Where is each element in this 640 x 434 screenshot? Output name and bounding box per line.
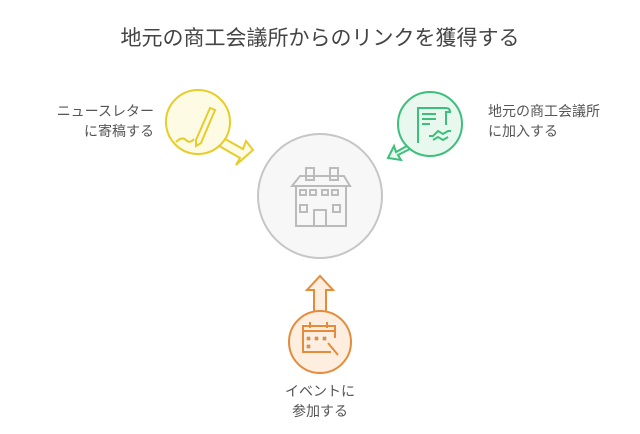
building-icon xyxy=(289,167,352,227)
contract-handshake-icon xyxy=(417,107,452,143)
event-label: イベントに 参加する xyxy=(220,382,420,422)
center-node xyxy=(257,133,383,259)
chamber-node xyxy=(386,91,463,162)
event-node xyxy=(288,274,352,374)
label-line: イベントに xyxy=(285,384,355,400)
pen-signature-icon xyxy=(175,106,217,148)
label-line: 参加する xyxy=(292,404,348,420)
diagram-title: 地元の商工会議所からのリンクを獲得する xyxy=(120,26,520,50)
newsletter-node xyxy=(165,89,255,166)
label-line: ニュースレター xyxy=(56,104,154,120)
newsletter-label: ニュースレター に寄稿する xyxy=(57,102,154,142)
label-line: に寄稿する xyxy=(84,124,154,140)
label-line: 地元の商工会議所 xyxy=(488,104,600,120)
label-line: に加入する xyxy=(488,124,558,140)
chamber-label: 地元の商工会議所 に加入する xyxy=(488,102,600,142)
calendar-edit-icon xyxy=(302,322,339,356)
